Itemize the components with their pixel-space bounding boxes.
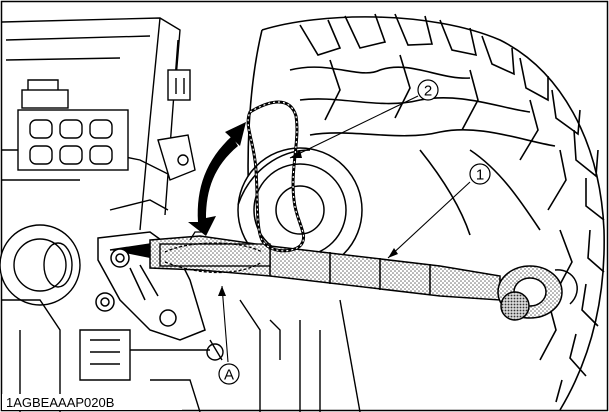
figure-code: 1AGBEAAAP020B — [6, 395, 114, 410]
double-arrow — [188, 122, 246, 236]
callout-2-circle — [417, 79, 439, 101]
callout-1-label: 1 — [476, 167, 484, 184]
tire-outline — [247, 13, 605, 411]
callout-a-label: A — [224, 367, 234, 384]
callout-2-label: 2 — [424, 83, 432, 100]
figure-code-bg — [2, 394, 182, 410]
callout-2: 2 — [417, 79, 439, 101]
tractor-housing — [0, 17, 361, 412]
callout-a-circle — [218, 363, 240, 385]
lock-pin-chain — [159, 231, 271, 274]
leader-arrowheads — [218, 150, 398, 296]
callout-1: 1 — [469, 163, 491, 185]
wheel-hub — [237, 147, 363, 273]
leader-lines — [221, 95, 471, 363]
callout-1-circle — [469, 163, 491, 185]
callout-a: A — [218, 363, 240, 385]
top-link-holder-inner — [247, 101, 305, 252]
